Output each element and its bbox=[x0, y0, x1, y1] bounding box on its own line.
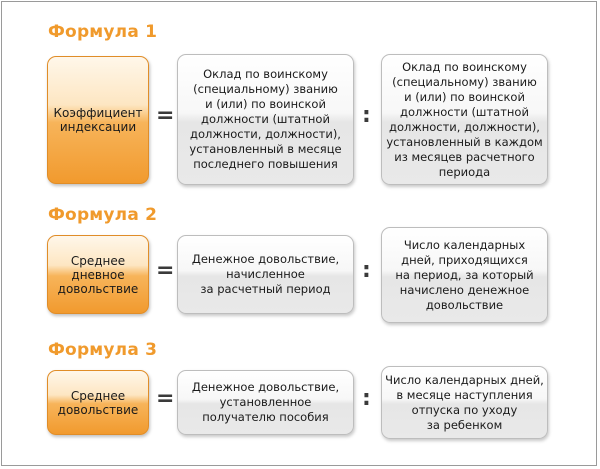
formula-1-title: Формула 1 bbox=[48, 22, 158, 42]
formula-3-denominator-box: Число календарных дней, в месяце наступл… bbox=[381, 366, 548, 439]
formula-1-equals-sign: = bbox=[156, 103, 175, 128]
formula-2-numerator-box: Денежное довольствие, начисленное за рас… bbox=[177, 235, 354, 314]
formula-3-numerator-box: Денежное довольствие, установленное полу… bbox=[177, 370, 354, 435]
formula-1-numerator-text: Оклад по воинскому (специальному) званию… bbox=[189, 67, 342, 171]
formula-2-divide-sign: : bbox=[362, 258, 371, 283]
formula-1-numerator-box: Оклад по воинскому (специальному) званию… bbox=[177, 54, 354, 185]
formula-2-result-label: Среднее дневное довольствие bbox=[57, 253, 139, 296]
formula-2-equals-sign: = bbox=[156, 258, 175, 283]
formula-1-denominator-box: Оклад по воинскому (специальному) званию… bbox=[381, 54, 548, 185]
formula-3-numerator-text: Денежное довольствие, установленное полу… bbox=[191, 380, 340, 424]
formula-3-denominator-text: Число календарных дней, в месяце наступл… bbox=[385, 372, 544, 432]
formula-2-title: Формула 2 bbox=[48, 205, 158, 225]
formula-2-denominator-text: Число календарных дней, приходящихся на … bbox=[395, 237, 534, 312]
formula-2-result-box: Среднее дневное довольствие bbox=[47, 235, 149, 314]
formula-2-denominator-box: Число календарных дней, приходящихся на … bbox=[381, 227, 548, 323]
formula-1-result-label: Коэффициент индексации bbox=[53, 106, 143, 134]
formula-2-numerator-text: Денежное довольствие, начисленное за рас… bbox=[191, 252, 340, 296]
formula-1-divide-sign: : bbox=[362, 103, 371, 128]
formula-1-result-box: Коэффициент индексации bbox=[47, 56, 149, 184]
formula-1-denominator-text: Оклад по воинскому (специальному) званию… bbox=[386, 59, 543, 179]
formula-3-title: Формула 3 bbox=[48, 340, 158, 360]
formula-3-result-label: Среднее довольствие bbox=[57, 388, 139, 417]
formula-3-equals-sign: = bbox=[156, 386, 175, 411]
formula-3-divide-sign: : bbox=[362, 386, 371, 411]
formula-3-result-box: Среднее довольствие bbox=[47, 370, 149, 435]
